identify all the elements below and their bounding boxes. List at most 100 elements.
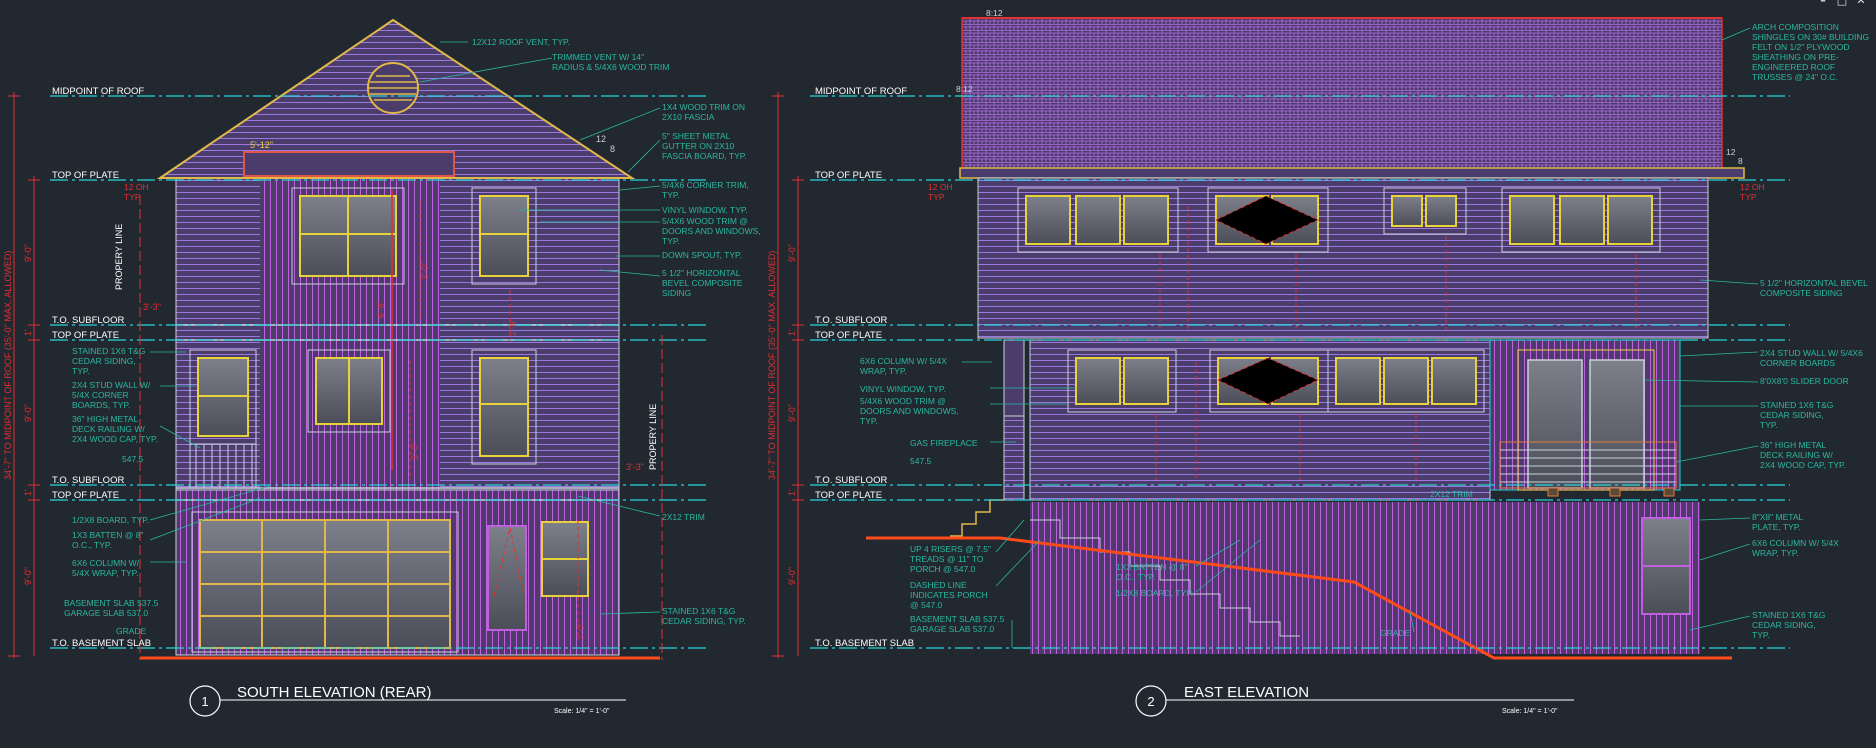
note-deck-railing: 36" HIGH METAL DECK RAILING W/ 2X4 WOOD … [72,414,158,444]
drawing-number: 2 [1147,694,1154,709]
note-cedar-siding: STAINED 1X6 T&G CEDAR SIDING, TYP. [72,346,146,376]
note-board: 1/2X8 BOARD, TYP. [1116,588,1193,598]
pitch-label: 5'-12" [250,140,273,150]
note-roof-vent: 12X12 ROOF VENT, TYP. [472,37,570,47]
note-wood-trim: 1X4 WOOD TRIM ON 2X10 FASCIA [662,102,745,122]
east-title-block: 2 EAST ELEVATION Scale: 1/4" = 1'-0" [1135,684,1574,717]
note-gutter: 5" SHEET METAL GUTTER ON 2X10 FASCIA BOA… [662,131,747,161]
note-2x12-trim: 2X12 TRIM [662,512,705,522]
note-gas-fireplace: GAS FIREPLACE [910,438,978,448]
south-deck-railing [189,443,257,489]
note-column: 6X6 COLUMN W/ 5/4X WRAP, TYP. [1752,538,1839,558]
note-dashed-porch: DASHED LINE INDICATES PORCH @ 547.0 [910,580,988,610]
note-corner-trim: 5/4X6 CORNER TRIM, TYP. [662,180,749,200]
drawing-title: EAST ELEVATION [1184,684,1309,701]
porch-stairs [950,499,1004,537]
drawing-scale: Scale: 1/4" = 1'-0" [1502,708,1558,715]
note-stairs: UP 4 RISERS @ 7.5" TREADS @ 11" TO PORCH… [910,544,991,574]
note-door-trim: 5/4X6 WOOD TRIM @ DOORS AND WINDOWS, TYP… [662,216,761,246]
level-subfloor: T.O. SUBFLOOR [815,475,887,486]
dim-text: 9'-0" [787,404,797,422]
level-top-of-plate: TOP OF PLATE [52,170,119,181]
south-entry-door [487,525,527,631]
note-overhang: 12 OH TYP [124,182,149,202]
note-2x12-trim: 2X12 TRIM [1430,489,1473,499]
note-grade: GRADE [1380,628,1411,638]
elevation-value: 547.5 [910,456,932,466]
height-note: 34'-7" TO MIDPOINT OF ROOF (35'-0" MAX. … [3,251,13,480]
level-top-of-plate: TOP OF PLATE [815,170,882,181]
level-subfloor: T.O. SUBFLOOR [815,315,887,326]
window-dim: 7'-0" [576,622,586,640]
note-batten: 1X3 BATTEN @ 8" O.C., TYP. [72,530,144,550]
level-basement-slab: T.O. BASEMENT SLAB [52,638,151,649]
note-slab: BASEMENT SLAB 537.5 GARAGE SLAB 537.0 [910,614,1005,634]
dim-text: 3'-3" [143,302,161,312]
level-subfloor: T.O. SUBFLOOR [52,315,124,326]
elevation-value: 547.5 [122,454,144,464]
drawing-number: 1 [201,694,208,709]
note-overhang: 12 OH TYP [928,182,953,202]
south-elevation [140,18,660,660]
note-grade: GRADE [116,626,147,636]
dim-text: 9'-0" [23,404,33,422]
level-midpoint-roof: MIDPOINT OF ROOF [815,86,907,97]
maximize-icon[interactable]: □ [1836,0,1848,7]
level-basement-slab: T.O. BASEMENT SLAB [815,638,914,649]
pitch-label: 12 [1726,147,1736,157]
drawing-scale: Scale: 1/4" = 1'-0" [554,708,610,715]
height-note: 34'-7" TO MIDPOINT OF ROOF (35'-0" MAX. … [767,251,777,480]
note-deck-railing: 36" HIGH METAL DECK RAILING W/ 2X4 WOOD … [1760,440,1846,470]
pitch-label: 8 [610,144,615,154]
dim-text: 9'-0" [23,567,33,585]
dim-text: 3'-3" [626,462,644,472]
level-subfloor: T.O. SUBFLOOR [52,475,124,486]
note-trimmed-vent: TRIMMED VENT W/ 14" RADIUS & 5/4X6 WOOD … [552,52,670,72]
note-column: 6X6 COLUMN W/ 5/4X WRAP, TYP. [72,558,140,578]
window-dim: 6'-8" [376,300,386,318]
level-top-of-plate: TOP OF PLATE [52,490,119,501]
note-vinyl-window: VINYL WINDOW, TYP. [860,384,946,394]
window-dim: 3'-0" [410,442,420,460]
note-slab: BASEMENT SLAB 537.5 GARAGE SLAB 537.0 [64,598,159,618]
pitch-label: 8:12 [986,8,1003,18]
dim-text: 9'-0" [23,244,33,262]
east-deck-wall [1489,339,1681,491]
note-overhang: 12 OH TYP [1740,182,1765,202]
note-stud-wall: 2X4 STUD WALL W/ 5/4X CORNER BOARDS, TYP… [72,380,151,410]
note-bevel-siding: 5 1/2" HORIZONTAL BEVEL COMPOSITE SIDING [662,268,743,298]
note-cedar-siding: STAINED 1X6 T&G CEDAR SIDING, TYP. [1752,610,1826,640]
note-stud-wall: 2X4 STUD WALL W/ 5/4X6 CORNER BOARDS [1760,348,1863,368]
dim-text: 1' [787,489,797,496]
note-metal-plate: 8"X8" METAL PLATE, TYP. [1752,512,1803,532]
close-icon[interactable]: ✕ [1856,0,1866,7]
window-dim: 2'-6" [508,318,518,336]
pitch-label: 8:12 [956,84,973,94]
note-slider-door: 8'0X8'0 SLIDER DOOR [1760,376,1849,386]
note-cedar-siding: STAINED 1X6 T&G CEDAR SIDING, TYP. [662,606,746,626]
dim-text: 1' [23,329,33,336]
east-basement-wall [1030,502,1700,654]
note-vinyl-window: VINYL WINDOW, TYP. [662,205,748,215]
dim-text: 9'-0" [787,567,797,585]
level-top-of-plate: TOP OF PLATE [52,330,119,341]
pitch-label: 12 [596,134,606,144]
window-dim: 3'-0" [420,262,430,280]
east-elevation [866,17,1745,660]
note-bevel-siding: 5 1/2" HORIZONTAL BEVEL COMPOSITE SIDING [1760,278,1868,298]
pitch-label: 8 [1738,156,1743,166]
minimize-icon[interactable]: – [1820,0,1826,7]
east-slider-door [1527,359,1645,489]
garage-door [199,519,451,649]
note-roof-shingles: ARCH COMPOSITION SHINGLES ON 30# BUILDIN… [1752,22,1870,82]
south-upper-windows [299,195,529,277]
note-cedar-siding: STAINED 1X6 T&G CEDAR SIDING, TYP. [1760,400,1834,430]
level-top-of-plate: TOP OF PLATE [815,330,882,341]
note-board: 1/2X8 BOARD, TYP. [72,515,149,525]
drawing-title: SOUTH ELEVATION (REAR) [237,684,431,701]
south-title-block: 1 SOUTH ELEVATION (REAR) Scale: 1/4" = 1… [189,684,626,717]
east-grade-line [866,536,1732,660]
note-batten: 1X3 BATTEN @ 8" O.C., TYP. [1116,562,1188,582]
note-down-spout: DOWN SPOUT, TYP. [662,250,742,260]
